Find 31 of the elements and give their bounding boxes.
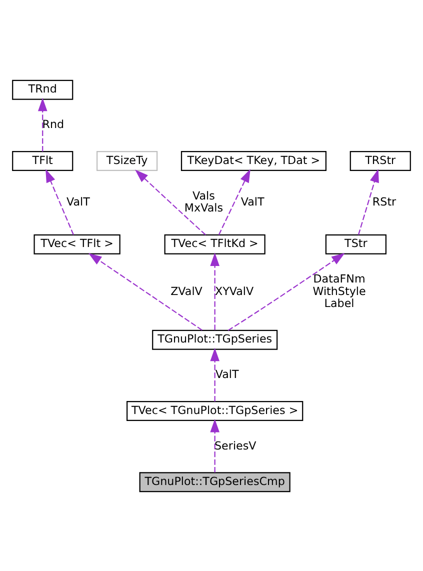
edge-label: DataFNm WithStyle Label bbox=[312, 272, 366, 310]
node-box: TStr bbox=[325, 234, 386, 254]
arrow bbox=[88, 252, 202, 330]
node-box: TVec< TFltKd > bbox=[164, 234, 266, 254]
arrow bbox=[228, 252, 345, 330]
node-box: TFlt bbox=[12, 150, 74, 170]
arrow bbox=[210, 347, 220, 401]
arrow bbox=[358, 168, 379, 234]
node-box: TSizeTy bbox=[96, 150, 158, 170]
edge-label: Vals MxVals bbox=[184, 188, 224, 214]
node-box: TRStr bbox=[350, 150, 411, 170]
edge-label: ValT bbox=[215, 368, 239, 381]
edge-label: ZValV bbox=[170, 284, 202, 298]
node-box: TVec< TFlt > bbox=[34, 234, 120, 254]
edge-label: XYValV bbox=[214, 284, 254, 298]
edge-label: ValT bbox=[240, 194, 264, 208]
arrow bbox=[210, 418, 220, 472]
edge-label: RStr bbox=[372, 194, 396, 208]
edge-label: ValT bbox=[66, 194, 90, 208]
arrow bbox=[135, 169, 206, 235]
edge-label: SeriesV bbox=[214, 438, 256, 452]
arrow bbox=[38, 97, 48, 151]
arrow bbox=[210, 252, 220, 330]
node-box: TRnd bbox=[12, 79, 74, 100]
node-box: TGnuPlot::TGpSeriesCmp bbox=[139, 472, 290, 492]
arrow bbox=[218, 168, 250, 235]
node-box: TVec< TGnuPlot::TGpSeries > bbox=[126, 400, 304, 420]
node-box: TKeyDat< TKey, TDat > bbox=[180, 150, 326, 170]
arrow bbox=[46, 168, 74, 235]
edge-label: Rnd bbox=[42, 118, 64, 131]
node-box: TGnuPlot::TGpSeries bbox=[152, 329, 278, 350]
